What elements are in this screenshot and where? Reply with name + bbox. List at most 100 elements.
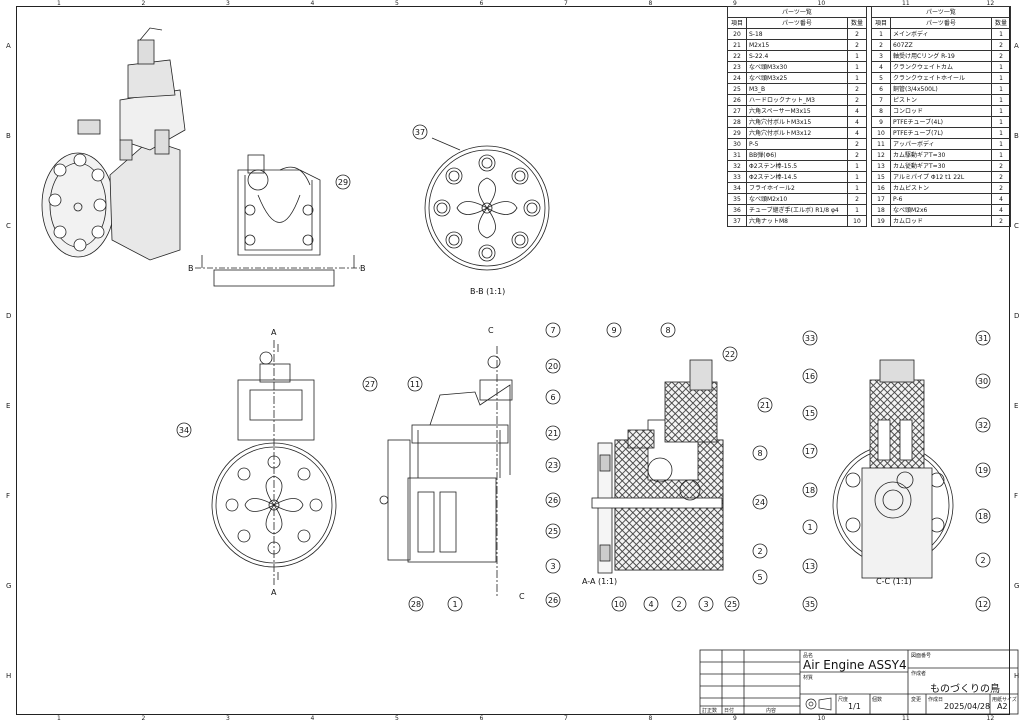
- grid-row-label: H: [1014, 672, 1020, 680]
- balloon-callout: 8: [660, 322, 676, 338]
- balloon-callout: 33: [802, 330, 818, 346]
- tb-date-label: 作成日: [928, 697, 944, 703]
- balloon-callout: 37: [412, 124, 428, 140]
- tb-drawing-no-label: 図面番号: [911, 653, 932, 659]
- drawing-border: [16, 6, 1010, 715]
- balloon-callout: 23: [545, 457, 561, 473]
- balloon-number: 21: [760, 401, 770, 410]
- balloon-callout: 35: [802, 596, 818, 612]
- section-cc-view: [832, 359, 954, 579]
- grid-column-label: 4: [310, 715, 315, 722]
- balloon-number: 5: [757, 573, 762, 582]
- balloon-number: 3: [550, 562, 555, 571]
- grid-column-label: 4: [310, 0, 315, 7]
- balloon-number: 23: [548, 461, 558, 470]
- balloon-number: 2: [757, 547, 762, 556]
- tb-rev-date-label: 日付: [724, 708, 735, 714]
- balloon-number: 29: [338, 178, 348, 187]
- balloon-number: 10: [614, 600, 624, 609]
- balloon-number: 33: [805, 334, 815, 343]
- balloon-callout: 7: [545, 322, 561, 338]
- balloon-callout: 26: [545, 492, 561, 508]
- grid-column-label: 10: [817, 0, 826, 7]
- grid-row-label: B: [6, 132, 11, 140]
- grid-row-label: H: [6, 672, 12, 680]
- balloon-number: 2: [980, 556, 985, 565]
- balloon-number: 6: [550, 393, 555, 402]
- balloon-number: 3: [703, 600, 708, 609]
- part-quantity: 2: [991, 39, 1011, 51]
- balloon-callout: 31: [975, 330, 991, 346]
- balloon-callout: 2: [671, 596, 687, 612]
- part-quantity: 2: [991, 171, 1011, 183]
- balloon-number: 21: [548, 429, 558, 438]
- balloon-callout: 20: [545, 358, 561, 374]
- balloon-callout: 11: [407, 376, 423, 392]
- grid-column-label: 6: [479, 0, 484, 7]
- grid-row-label: G: [6, 582, 12, 590]
- side-view: [195, 154, 360, 287]
- balloon-number: 9: [611, 326, 616, 335]
- balloon-number: 20: [548, 362, 558, 371]
- grid-column-label: 3: [226, 0, 230, 7]
- balloon-number: 27: [365, 380, 375, 389]
- balloon-number: 4: [648, 600, 653, 609]
- balloon-number: 18: [978, 512, 988, 521]
- balloon-number: 35: [805, 600, 815, 609]
- balloon-callout: 2: [752, 543, 768, 559]
- balloon-callout: 21: [545, 425, 561, 441]
- balloon-callout: 1: [802, 519, 818, 535]
- view-title-cc: C-C (1:1): [876, 577, 912, 586]
- view-title-bb: B-B (1:1): [470, 287, 506, 296]
- balloon-number: 17: [805, 447, 815, 456]
- balloon-number: 19: [978, 466, 988, 475]
- grid-row-label: A: [1014, 42, 1019, 50]
- tb-size: A2: [997, 702, 1008, 711]
- balloon-number: 13: [805, 562, 815, 571]
- tb-content-label: 内容: [766, 708, 777, 714]
- tb-scale-label: 尺度: [838, 697, 849, 703]
- balloon-callout: 25: [724, 596, 740, 612]
- right-side-view: [379, 346, 513, 598]
- grid-row-label: D: [1014, 312, 1020, 320]
- balloon-number: 11: [410, 380, 420, 389]
- balloon-number: 28: [411, 600, 421, 609]
- grid-column-label: 8: [648, 0, 653, 7]
- balloon-number: 18: [805, 486, 815, 495]
- balloon-number: 37: [415, 128, 425, 137]
- tb-size-label: 用紙サイズ: [992, 697, 1017, 703]
- balloon-number: 32: [978, 421, 988, 430]
- grid-row-label: E: [1014, 402, 1019, 410]
- grid-column-label: 1: [57, 0, 61, 7]
- balloon-number: 1: [807, 523, 812, 532]
- balloon-number: 15: [805, 409, 815, 418]
- balloon-callout: 1: [447, 596, 463, 612]
- balloon-callout: 34: [176, 422, 192, 438]
- balloon-callout: 27: [362, 376, 378, 392]
- tb-material-label: 材質: [803, 675, 814, 681]
- balloon-number: 34: [179, 426, 189, 435]
- balloon-callout: 18: [975, 508, 991, 524]
- balloon-number: 24: [755, 498, 765, 507]
- balloon-callout: 24: [752, 494, 768, 510]
- grid-row-label: C: [1014, 222, 1019, 230]
- tb-name-label: 品名: [803, 653, 814, 659]
- tb-count-label: 個数: [872, 697, 883, 703]
- grid-column-label: 11: [902, 715, 910, 722]
- section-marker-c-top: C: [488, 326, 494, 335]
- balloon-callout: 28: [408, 596, 424, 612]
- tb-revision-label: 訂正数: [702, 708, 718, 714]
- balloon-number: 16: [805, 372, 815, 381]
- balloon-callout: 26: [545, 592, 561, 608]
- tb-change-label: 変更: [911, 697, 922, 703]
